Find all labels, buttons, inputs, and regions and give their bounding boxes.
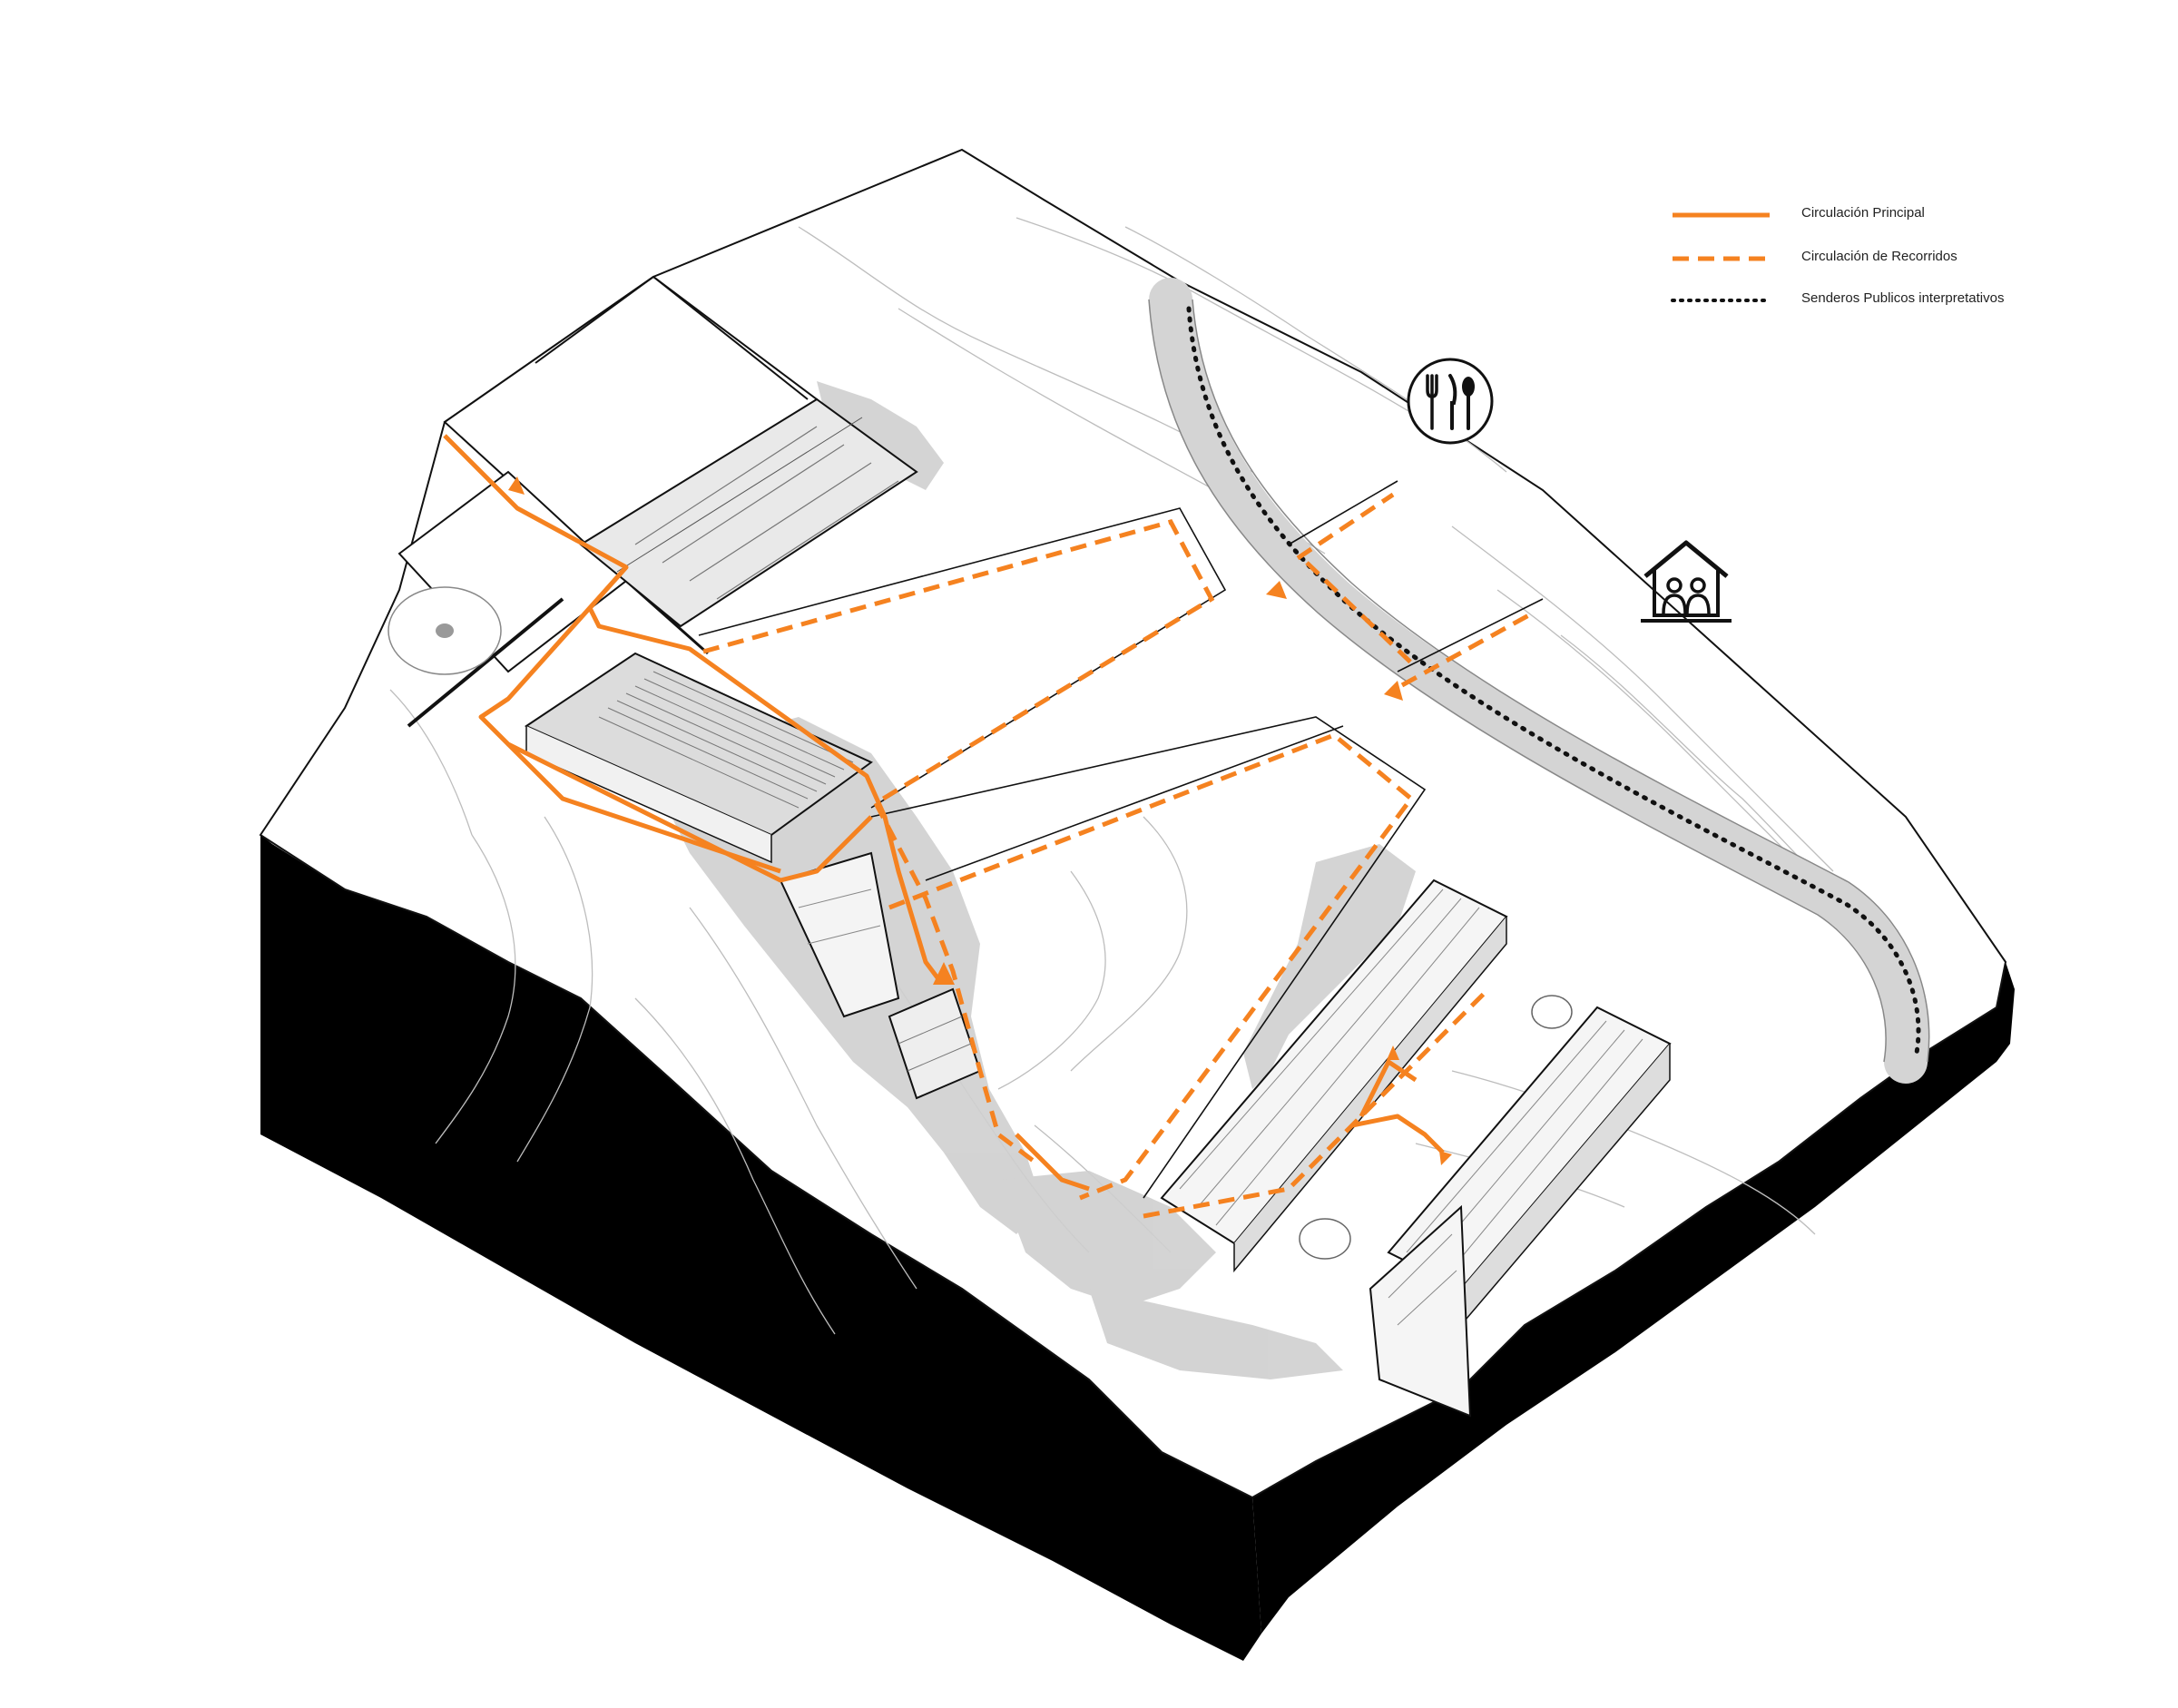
- main-circulation-solid: [443, 434, 1445, 1192]
- legend-label: Circulación de Recorridos: [1801, 249, 1957, 264]
- road: [1149, 278, 1929, 1084]
- building-classrooms: [579, 398, 918, 628]
- plaza-circle-b: [1299, 1218, 1351, 1260]
- terrain-section-left: [260, 835, 1261, 1661]
- legend-item-main-circulation: Circulación Principal: [1665, 195, 2046, 231]
- legend-swatch-dotted: [1671, 299, 1771, 302]
- fork-knife-spoon-icon: [1407, 358, 1494, 445]
- legend-label: Senderos Publicos interpretativos: [1801, 290, 2005, 306]
- terrain-section-right: [1252, 962, 2015, 1634]
- building-triangle: [779, 851, 900, 1018]
- plaza-circle-a: [1531, 995, 1573, 1029]
- legend-label: Circulación Principal: [1801, 205, 1925, 221]
- legend-item-tour-circulation: Circulación de Recorridos: [1665, 239, 2046, 275]
- road-edge-b: [1192, 299, 1930, 1063]
- legend-item-public-trails: Senderos Publicos interpretativos: [1665, 280, 2046, 317]
- public-trail-dotted: [1186, 306, 1921, 1055]
- building-curved-c: [1369, 1204, 1472, 1418]
- house-people-icon: [1641, 540, 1732, 623]
- legend-swatch-dashed: [1673, 256, 1770, 261]
- road-edge-a: [1148, 299, 1887, 1063]
- circulation-arrows: [508, 476, 1452, 1165]
- legend-swatch-solid: [1673, 212, 1770, 218]
- building-auditorium: [524, 652, 873, 864]
- tour-circulation-dashed: [702, 492, 1535, 1219]
- tour-corridors-outline: [698, 480, 1544, 1199]
- roundabout-center: [436, 623, 454, 638]
